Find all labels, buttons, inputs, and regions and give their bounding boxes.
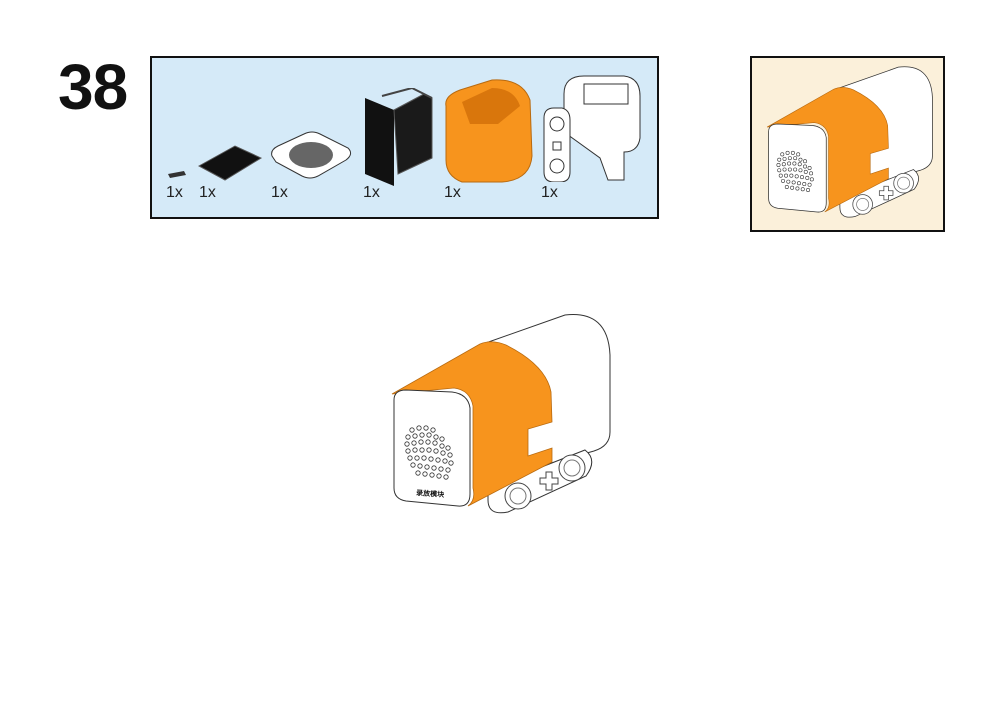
orange-shell-part-icon bbox=[445, 79, 533, 183]
submodel-result-panel bbox=[750, 56, 945, 232]
part-quantity: 1x bbox=[541, 184, 558, 201]
assembled-sensor-module: 录放模块 bbox=[380, 310, 620, 525]
white-housing-part-icon bbox=[543, 75, 641, 182]
parts-list-panel: 1x 1x 1x 1x 1x 1x bbox=[150, 56, 659, 219]
part-quantity: 1x bbox=[166, 184, 183, 201]
part-quantity: 1x bbox=[199, 184, 216, 201]
black-plate-part-icon bbox=[197, 145, 263, 181]
part-quantity: 1x bbox=[271, 184, 288, 201]
module-label: 录放模块 bbox=[416, 488, 446, 499]
sensor-module-illustration: 录放模块 bbox=[380, 310, 620, 520]
part-quantity: 1x bbox=[363, 184, 380, 201]
sensor-module-thumbnail bbox=[758, 62, 940, 224]
pin-part-icon bbox=[168, 171, 186, 178]
step-number: 38 bbox=[58, 51, 128, 123]
black-frame-part-icon bbox=[365, 88, 433, 186]
speaker-grille-part-icon bbox=[271, 131, 352, 179]
part-quantity: 1x bbox=[444, 184, 461, 201]
